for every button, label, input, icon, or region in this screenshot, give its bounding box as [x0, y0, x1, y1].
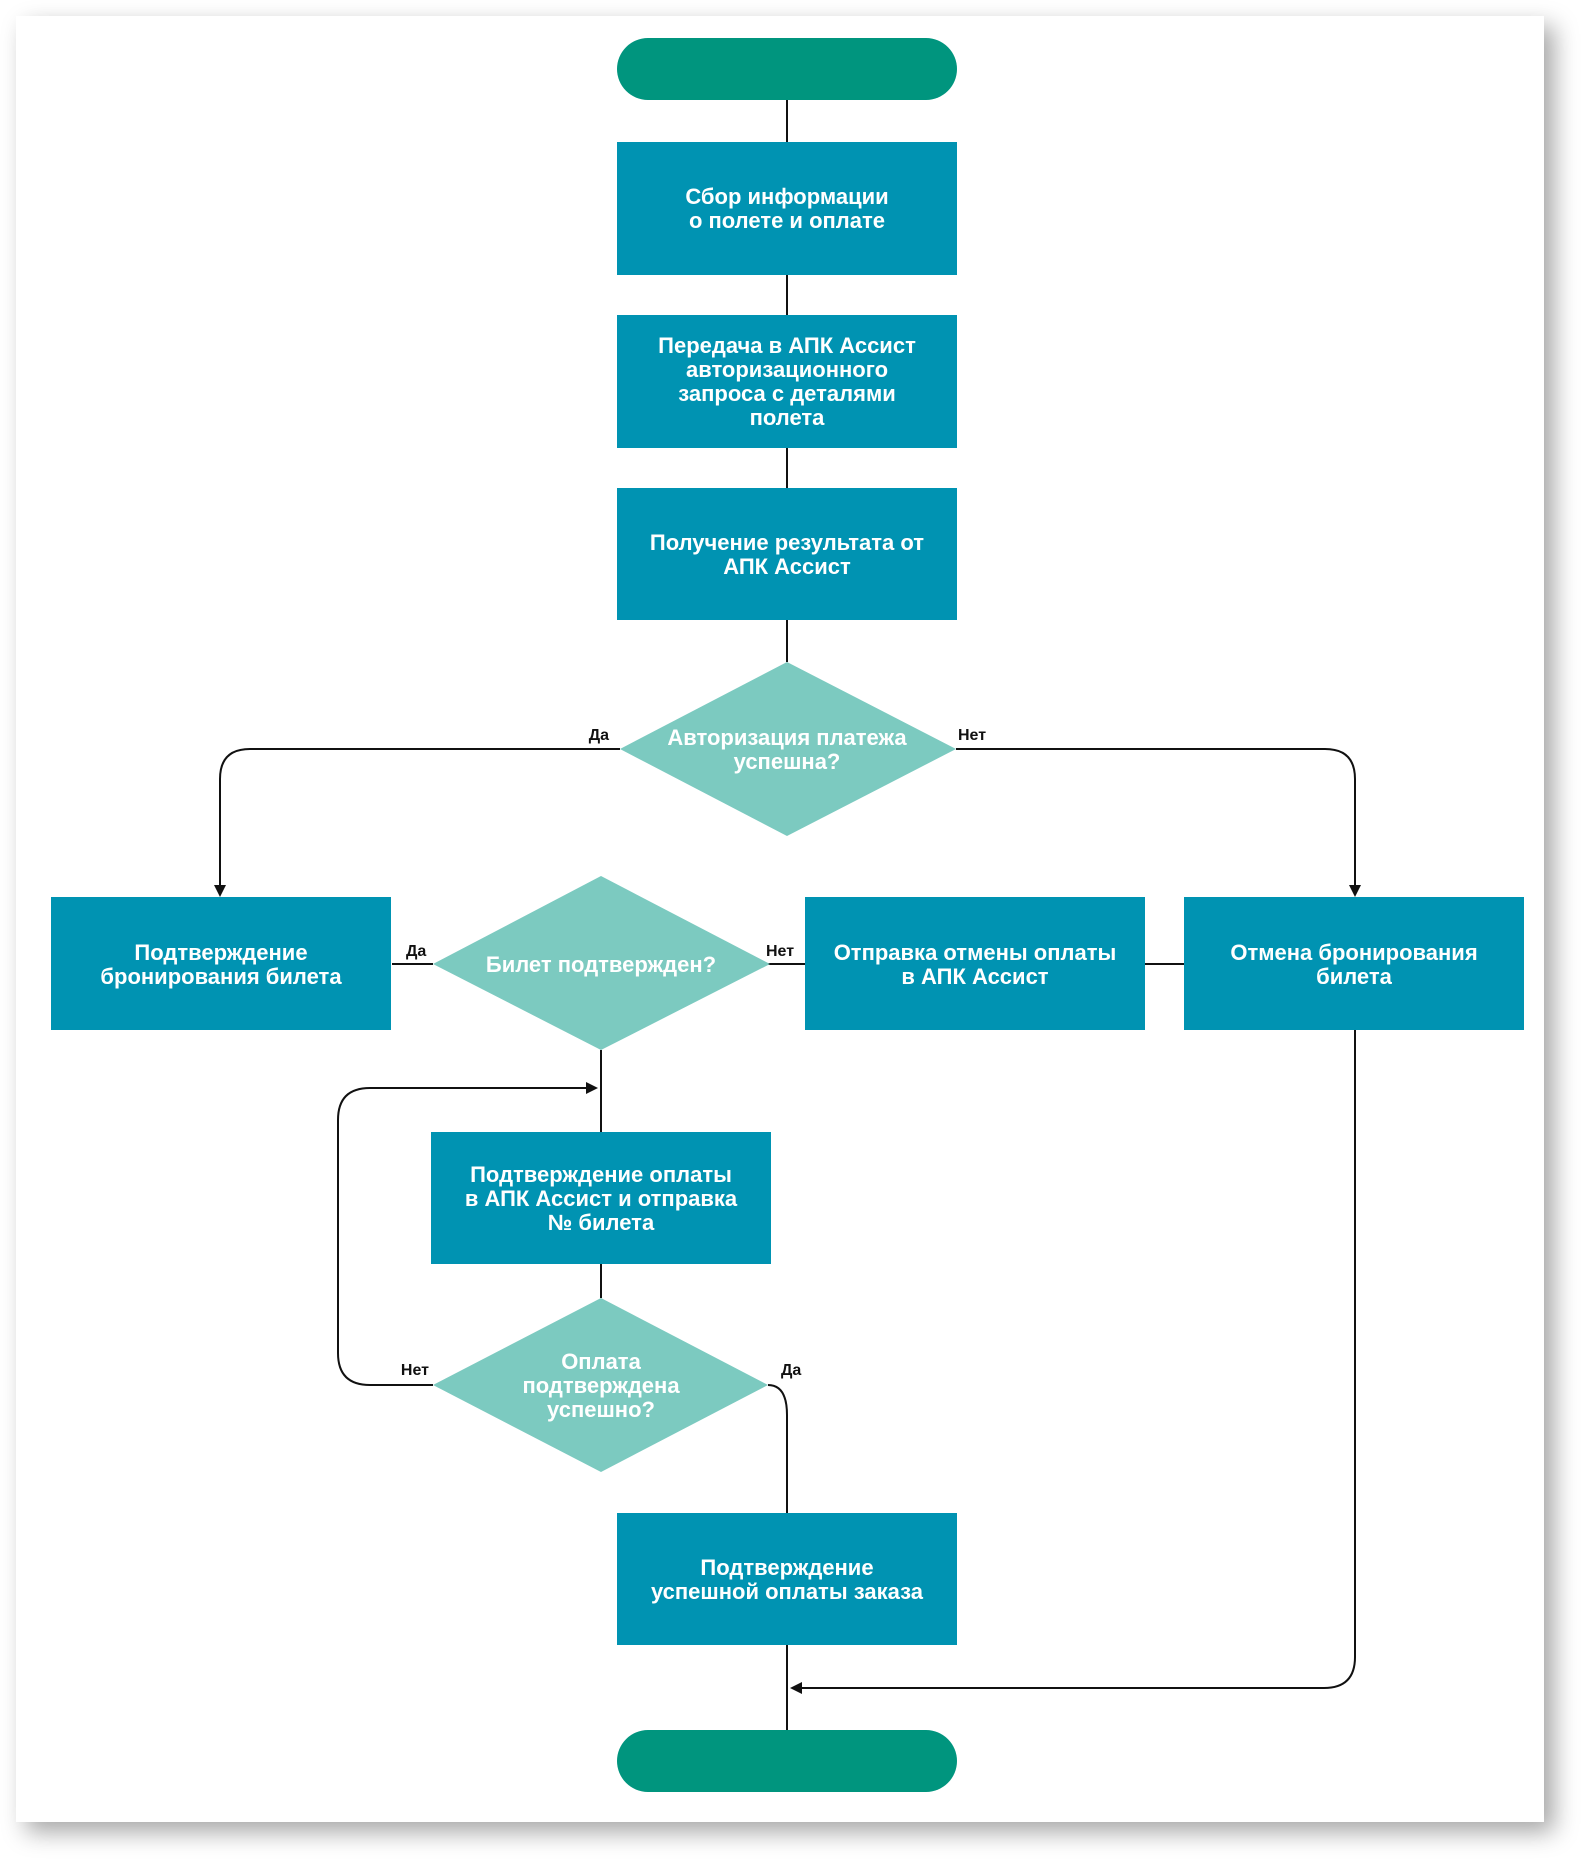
node-text-line: АПК Ассист: [723, 554, 851, 579]
decision-auth: [620, 662, 956, 836]
edge-payment-no-loop: [337, 1082, 598, 1386]
process-confirm-payment: [431, 1132, 771, 1264]
node-text-line: бронирования билета: [100, 964, 342, 989]
connectors: [214, 98, 1361, 1730]
edge-auth-no: [956, 748, 1361, 897]
node-text-line: Отмена бронирования: [1230, 940, 1477, 965]
edge-labels: Да Нет Да Нет Нет Да: [401, 727, 986, 1379]
node-text-line: в АПК Ассист: [901, 964, 1048, 989]
node-text-line: Получение результата от: [650, 530, 924, 555]
label-auth-yes: Да: [589, 727, 609, 744]
text-ticket-decision: Билет подтвержден?: [486, 952, 716, 977]
node-text-line: Оплата: [561, 1349, 641, 1374]
edge-payment-yes: [767, 1384, 788, 1513]
decision-ticket: [433, 876, 770, 1050]
node-text-line: № билета: [548, 1210, 655, 1235]
process-confirm-booking: [51, 897, 391, 1030]
node-text-line: подтверждена: [522, 1373, 680, 1398]
node-text-line: Авторизация платежа: [667, 725, 907, 750]
node-text-line: успешна?: [734, 749, 841, 774]
node-text-line: успешно?: [547, 1397, 655, 1422]
node-text-line: билета: [1316, 964, 1393, 989]
edge-auth-yes: [214, 748, 620, 897]
label-payment-yes: Да: [781, 1362, 801, 1379]
node-text-line: в АПК Ассист и отправка: [465, 1186, 738, 1211]
node-text-line: Сбор информации: [685, 184, 888, 209]
node-text-line: Подтверждение: [134, 940, 307, 965]
process-get-result: [617, 488, 957, 620]
node-text-line: успешной оплаты заказа: [651, 1579, 924, 1604]
edge-cancelbooking-to-end: [790, 1030, 1356, 1694]
process-send-cancel-payment: [805, 897, 1145, 1030]
node-text-line: полета: [750, 405, 826, 430]
node-text-line: Передача в АПК Ассист: [658, 333, 916, 358]
process-collect-info: [617, 142, 957, 275]
process-payment-success: [617, 1513, 957, 1645]
label-ticket-no: Нет: [766, 943, 794, 960]
node-text-line: Билет подтвержден?: [486, 952, 716, 977]
process-cancel-booking: [1184, 897, 1524, 1030]
node-text-line: о полете и оплате: [689, 208, 885, 233]
node-text-line: Подтверждение: [700, 1555, 873, 1580]
node-text-line: Отправка отмены оплаты: [834, 940, 1117, 965]
node-text-line: Подтверждение оплаты: [470, 1162, 732, 1187]
node-text-line: запроса с деталями: [678, 381, 896, 406]
node-text-line: авторизационного: [686, 357, 888, 382]
process-send-request: [617, 315, 957, 448]
start-terminal: [617, 38, 957, 100]
label-auth-no: Нет: [958, 727, 986, 744]
end-terminal: [617, 1730, 957, 1792]
label-payment-no: Нет: [401, 1362, 429, 1379]
decision-payment: [433, 1298, 768, 1472]
label-ticket-yes: Да: [406, 943, 426, 960]
